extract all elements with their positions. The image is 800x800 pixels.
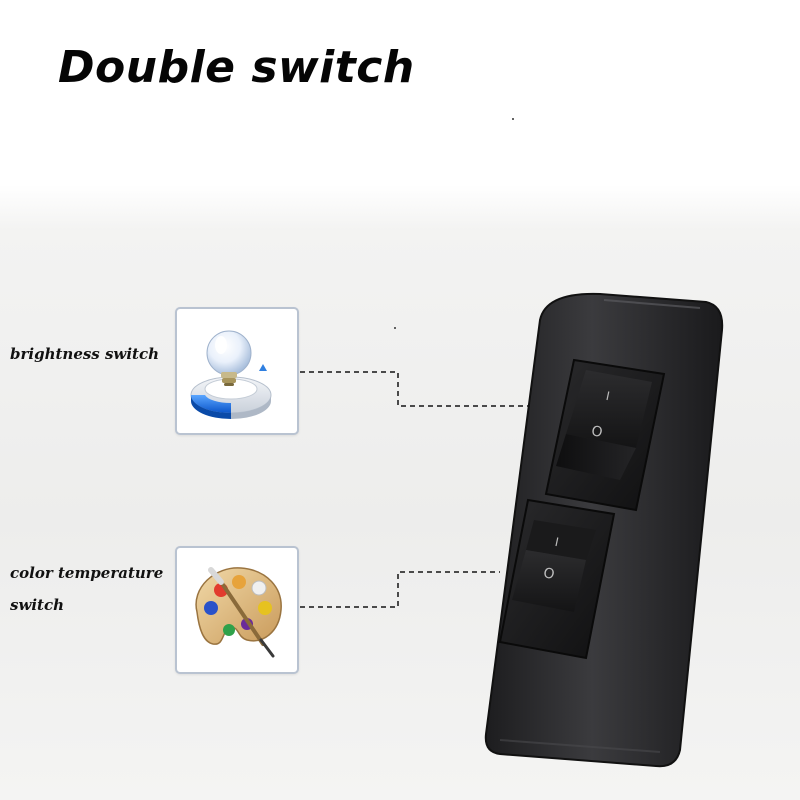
- upper-off-symbol: O: [590, 423, 604, 441]
- color-temperature-leader-line: [300, 571, 500, 608]
- brightness-switch-label: brightness switch: [10, 345, 159, 363]
- color-temperature-label-line2: switch: [10, 596, 65, 614]
- dust-speck: [512, 118, 514, 120]
- brightness-leader-line: [300, 371, 545, 407]
- lightbulb-icon: [190, 330, 272, 419]
- color-temperature-icon-card: [175, 546, 299, 674]
- paint-palette-icon: [195, 567, 282, 658]
- brightness-rocker-switch: [566, 370, 652, 448]
- lower-on-symbol: I: [554, 535, 560, 549]
- dust-speck: [394, 327, 396, 329]
- upper-on-symbol: I: [605, 389, 611, 403]
- brightness-icon-card: [175, 307, 299, 435]
- lower-off-symbol: O: [542, 565, 556, 583]
- color-temperature-rocker-switch: [512, 550, 586, 612]
- page-title: Double switch: [58, 42, 415, 93]
- color-temperature-label-line1: color temperature: [10, 564, 164, 582]
